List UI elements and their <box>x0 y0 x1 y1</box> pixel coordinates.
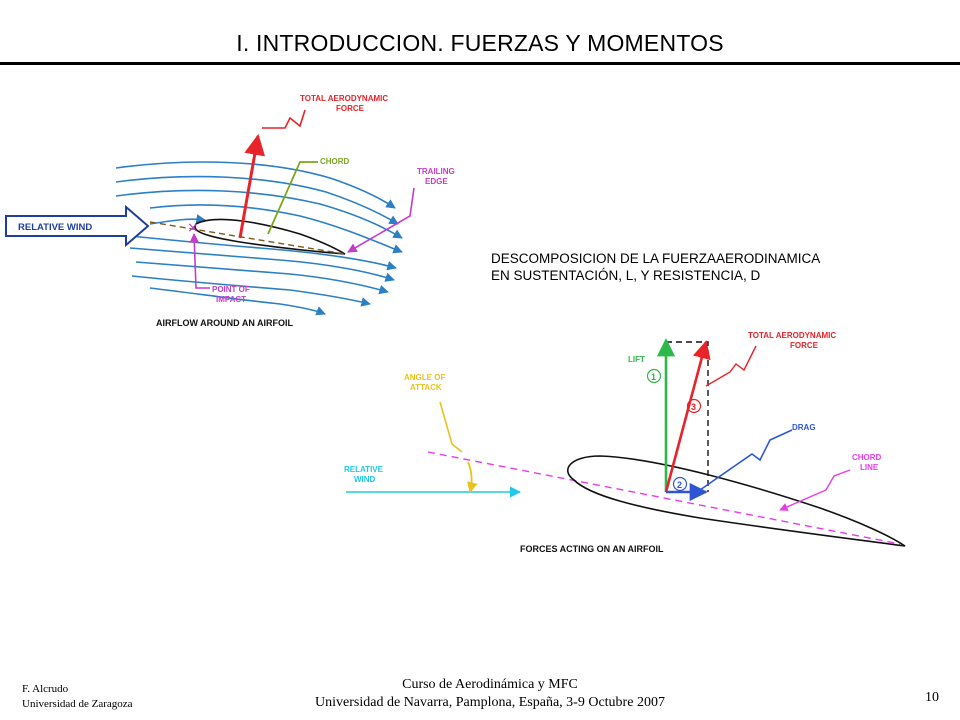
footer-author: F. Alcrudo <box>22 683 69 695</box>
total-force-arrow-right <box>664 340 711 493</box>
footer-venue: Universidad de Navarra, Pamplona, España… <box>315 695 665 710</box>
relative-wind-arrow <box>5 204 150 248</box>
airfoil-right <box>567 455 906 547</box>
wind-label-right-2: WIND <box>354 475 376 484</box>
angle-label-2: ATTACK <box>410 383 442 392</box>
total-force-label-left-2: FORCE <box>336 104 365 113</box>
chord-leader-left <box>267 161 318 235</box>
drag-number-circle <box>672 476 688 492</box>
title-rule <box>0 62 960 65</box>
drag-label: DRAG <box>792 423 816 432</box>
caption-left: AIRFLOW AROUND AN AIRFOIL <box>156 318 293 328</box>
trailing-edge-leader <box>347 187 415 253</box>
angle-leader <box>439 401 463 453</box>
page-title: I. INTRODUCCION. FUERZAS Y MOMENTOS <box>236 30 724 56</box>
impact-label-2: IMPACT <box>216 295 246 304</box>
trailing-label-2: EDGE <box>425 177 448 186</box>
chord-label-right-1: CHORD <box>852 453 882 462</box>
streamlines <box>115 161 403 316</box>
chord-line-left <box>149 221 346 255</box>
total-force-arrow-left <box>238 133 266 239</box>
chord-label-left: CHORD <box>320 157 350 166</box>
footer-author-block: F. Alcrudo Universidad de Zaragoza <box>22 682 133 712</box>
lift-number-circle <box>646 368 662 384</box>
relative-wind-label: RELATIVE WIND <box>18 222 92 233</box>
total-force-label-right-2: FORCE <box>790 341 819 350</box>
impact-leader <box>189 233 210 289</box>
footer-course: Curso de Aerodinámica y MFC <box>402 677 578 692</box>
impact-label-1: POINT OF <box>212 285 250 294</box>
lift-label: LIFT <box>628 355 645 364</box>
wind-label-right-1: RELATIVE <box>344 465 384 474</box>
footer-affiliation: Universidad de Zaragoza <box>22 698 133 710</box>
lift-number: 1 <box>651 372 656 382</box>
description-line-2: EN SUSTENTACIÓN, L, Y RESISTENCIA, D <box>491 268 761 283</box>
footer-course-block: Curso de Aerodinámica y MFC Universidad … <box>0 676 960 712</box>
drag-leader <box>699 429 793 491</box>
angle-of-attack-arc <box>467 461 478 494</box>
total-force-label-right-1: TOTAL AERODYNAMIC <box>748 331 836 340</box>
angle-label-1: ANGLE OF <box>404 373 445 382</box>
caption-right: FORCES ACTING ON AN AIRFOIL <box>520 544 664 554</box>
chord-label-right-2: LINE <box>860 463 879 472</box>
description-line-1: DESCOMPOSICION DE LA FUERZAAERODINAMICA <box>491 251 821 266</box>
impact-mark: × <box>187 220 199 236</box>
drag-number: 2 <box>677 480 682 490</box>
decomposition-description: DESCOMPOSICION DE LA FUERZAAERODINAMICA … <box>491 250 820 284</box>
chord-line-right <box>427 451 901 545</box>
total-force-leader-right <box>705 345 757 387</box>
force-number: 3 <box>691 402 696 412</box>
page-number: 10 <box>925 690 939 705</box>
force-number-circle <box>686 398 702 414</box>
total-force-leader-left <box>262 109 306 129</box>
total-force-label-left-1: TOTAL AERODYNAMIC <box>300 94 388 103</box>
airfoil-left <box>194 218 346 255</box>
chord-leader-right <box>779 469 851 511</box>
trailing-label-1: TRAILING <box>417 167 455 176</box>
